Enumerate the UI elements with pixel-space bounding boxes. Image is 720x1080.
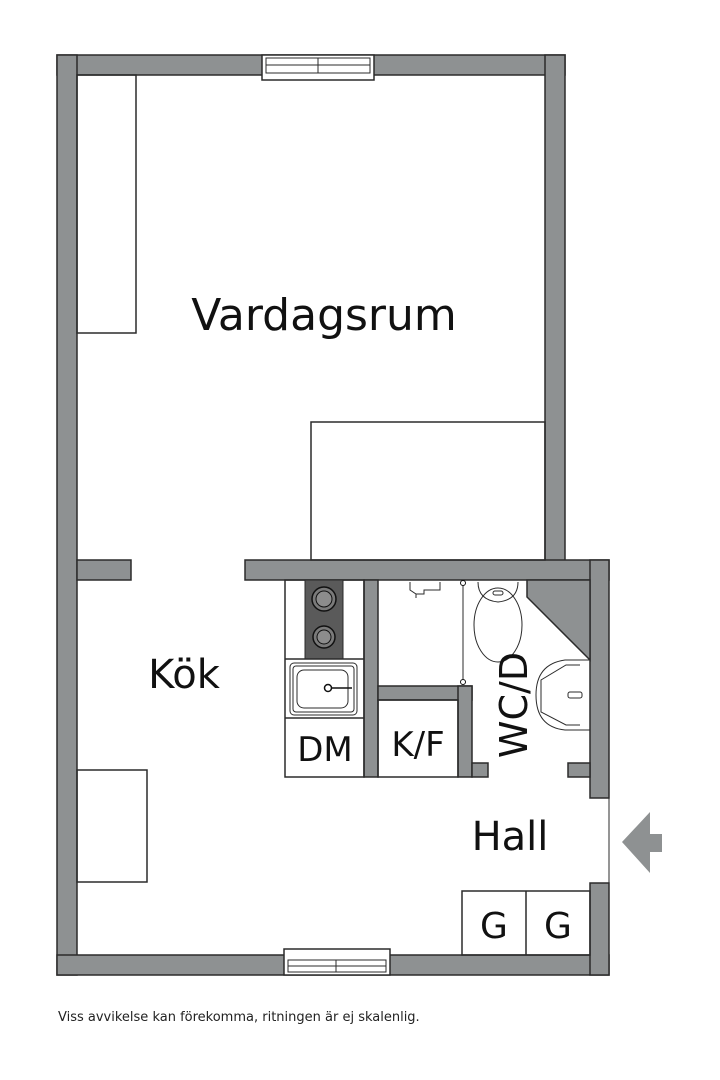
toilet-icon (473, 581, 523, 663)
label-wardrobe-1: G (480, 906, 508, 947)
shower-mixer-icon (409, 582, 441, 598)
bed (310, 421, 546, 561)
shower (409, 580, 466, 685)
fridge-box (377, 699, 459, 778)
window-top (261, 54, 375, 81)
kitchen-bench (76, 769, 148, 883)
basin-icon (535, 659, 590, 731)
label-hall: Hall (472, 814, 549, 860)
label-kitchen: Kök (148, 652, 221, 698)
label-living-room: Vardagsrum (191, 290, 457, 341)
label-fridge: K/F (391, 725, 444, 765)
wardrobe-living (76, 74, 137, 334)
disclaimer-text: Viss avvikelse kan förekomma, ritningen … (58, 1010, 420, 1025)
label-bathroom: WC/D (492, 652, 536, 758)
entrance-arrow-icon (622, 812, 662, 873)
kitchen-counter (284, 579, 365, 778)
label-wardrobe-2: G (544, 906, 572, 947)
hall-wardrobes (461, 890, 591, 956)
label-dishwasher: DM (297, 730, 353, 770)
window-bottom (283, 948, 391, 976)
sink-icon (289, 662, 358, 716)
